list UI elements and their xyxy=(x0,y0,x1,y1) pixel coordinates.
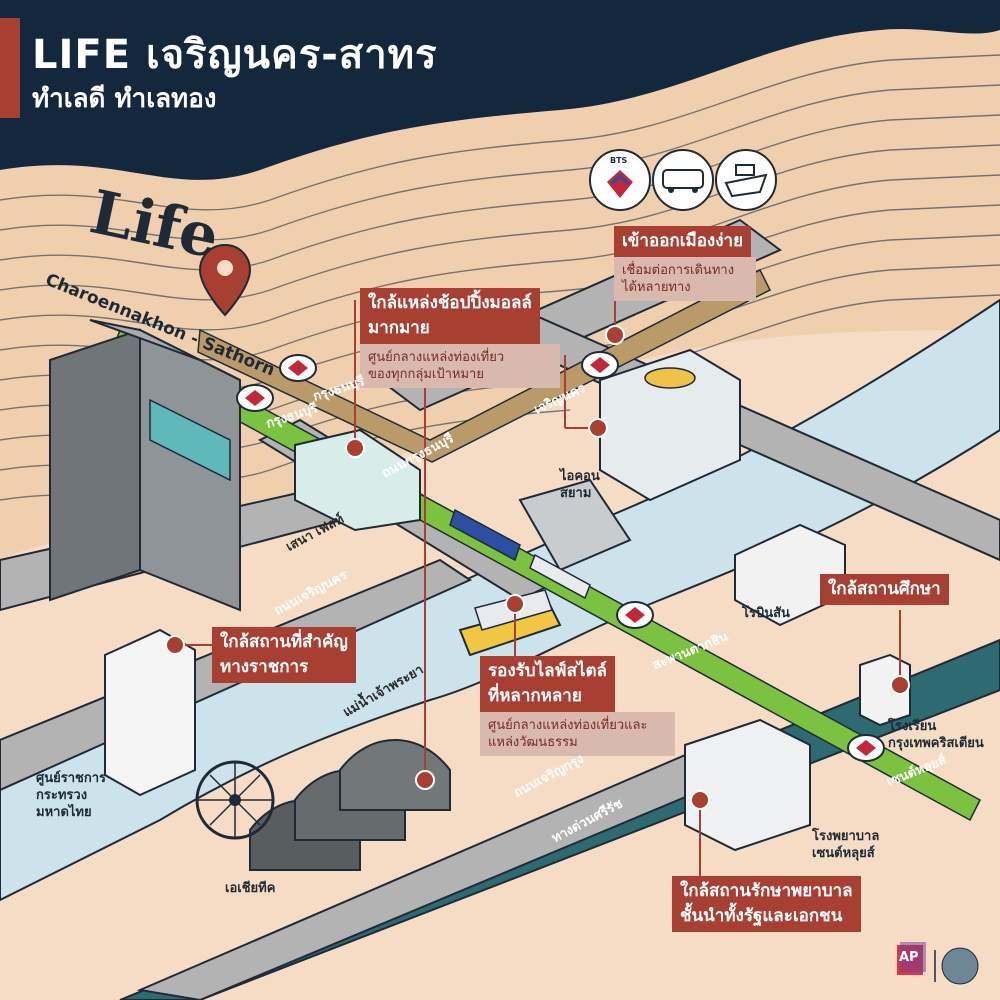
callout-lifestyle-sub-2: แหล่งวัฒนธรรม xyxy=(488,735,578,750)
bts-station-icon xyxy=(279,354,317,382)
callout-markers xyxy=(165,325,910,810)
place-label-iconsiam-1: ไอคอน xyxy=(560,469,600,484)
map-pin-icon xyxy=(198,243,252,317)
train-station xyxy=(518,478,632,572)
place-label-school-2: กรุงเทพคริสเตียน xyxy=(888,736,984,751)
bts-train xyxy=(449,508,591,600)
transport-icons xyxy=(589,149,777,211)
callout-government: ใกล้สถานที่สำคัญทางราชการ xyxy=(212,627,382,683)
callout-lifestyle-head-2: ที่หลากหลาย xyxy=(488,686,582,706)
place-label-school: โรงเรียนกรุงเทพคริสเตียน xyxy=(888,718,984,752)
bts-station-icon xyxy=(847,734,885,762)
school-building xyxy=(859,653,911,727)
callout-leader-lines xyxy=(175,285,901,880)
bts-station-icon xyxy=(236,384,274,412)
sena-fest-mall xyxy=(294,428,421,532)
bts-station-icon xyxy=(616,601,654,629)
callout-lifestyle-sub: ศูนย์กลางแหล่งท่องเที่ยวและแหล่งวัฒนธรรม xyxy=(480,712,675,756)
callout-lifestyle-head-1: รองรับไลฟ์สไตล์ xyxy=(488,661,607,681)
callout-lifestyle: รองรับไลฟ์สไตล์ที่หลากหลาย ศูนย์กลางแหล่… xyxy=(480,656,675,756)
callout-shopping-head-2: มากมาย xyxy=(368,318,430,338)
ap-logo-text: AP xyxy=(899,950,919,965)
callout-transport: เข้าออกเมืองง่าย เชื่อมต่อการเดินทางได้ห… xyxy=(614,226,756,301)
callout-education-head: ใกล้สถานศึกษา xyxy=(820,574,949,605)
hospital-building xyxy=(684,718,811,852)
place-label-iconsiam-2: สยาม xyxy=(560,486,592,501)
callout-hospital-head-1: ใกล้สถานรักษาพยาบาล xyxy=(680,881,853,901)
callout-lifestyle-head: รองรับไลฟ์สไตล์ที่หลากหลาย xyxy=(480,656,615,712)
bts-icon-text: BTS xyxy=(610,156,628,165)
callout-shopping-sub-2: ของทุกกลุ่มเป้าหมาย xyxy=(368,367,484,382)
place-label-government: ศูนย์ราชการกระทรวงมหาดไทย xyxy=(36,770,106,821)
page-title: LIFE เจริญนคร-สาทร xyxy=(32,32,438,78)
gold-line-track xyxy=(197,268,772,463)
callout-transport-head: เข้าออกเมืองง่าย xyxy=(614,226,752,257)
place-label-revenue-1: ศูนย์ราชการ xyxy=(36,771,107,786)
place-label-revenue-3: มหาดไทย xyxy=(36,805,92,820)
partner-logo xyxy=(941,947,979,985)
callout-government-head: ใกล้สถานที่สำคัญทางราชการ xyxy=(212,627,356,683)
callout-lifestyle-sub-1: ศูนย์กลางแหล่งท่องเที่ยวและ xyxy=(488,718,648,733)
life-tower xyxy=(49,319,241,612)
callout-shopping-sub-1: ศูนย์กลางแหล่งท่องเที่ยว xyxy=(368,350,505,365)
footer-logos xyxy=(897,942,979,985)
callout-government-head-2: ทางราชการ xyxy=(220,657,309,677)
callout-transport-sub: เชื่อมต่อการเดินทางได้หลายทาง xyxy=(614,257,756,301)
iconsiam-building xyxy=(599,348,741,502)
callout-transport-sub-2: ได้หลายทาง xyxy=(622,280,691,295)
place-label-revenue-2: กระทรวง xyxy=(36,788,88,803)
title-accent-bar xyxy=(0,18,20,118)
callout-shopping-sub: ศูนย์กลางแหล่งท่องเที่ยวของทุกกลุ่มเป้าห… xyxy=(360,344,560,388)
place-label-asiatique: เอเชียทีค xyxy=(225,881,276,896)
callout-shopping: ใกล้แหล่งช้อปปิ้งมอลล์มากมาย ศูนย์กลางแห… xyxy=(360,288,560,388)
callout-shopping-head-1: ใกล้แหล่งช้อปปิ้งมอลล์ xyxy=(368,293,532,313)
ferris-wheel-icon xyxy=(195,760,275,840)
government-building xyxy=(104,628,196,797)
place-label-iconsiam: ไอคอนสยาม xyxy=(560,468,600,502)
callout-education: ใกล้สถานศึกษา xyxy=(820,574,970,605)
bts-station-icon xyxy=(581,351,619,379)
callout-government-head-1: ใกล้สถานที่สำคัญ xyxy=(220,632,348,652)
callout-shopping-head: ใกล้แหล่งช้อปปิ้งมอลล์มากมาย xyxy=(360,288,540,344)
callout-hospital: ใกล้สถานรักษาพยาบาลชั้นนำทั้งรัฐและเอกชน xyxy=(672,876,872,932)
place-label-hospital-2: เซนต์หลุยส์ xyxy=(812,846,875,861)
bts-station-markers xyxy=(236,351,885,762)
place-label-hospital: โรงพยาบาลเซนต์หลุยส์ xyxy=(812,828,879,862)
asiatique-warehouses xyxy=(249,739,451,871)
callout-transport-sub-1: เชื่อมต่อการเดินทาง xyxy=(622,263,735,278)
place-label-school-1: โรงเรียน xyxy=(888,719,937,734)
bus-icon xyxy=(652,149,714,211)
ship-icon xyxy=(715,149,777,211)
page-subtitle: ทำเลดี ทำเลทอง xyxy=(32,84,217,114)
place-label-hospital-1: โรงพยาบาล xyxy=(812,829,880,844)
callout-hospital-head-2: ชั้นนำทั้งรัฐและเอกชน xyxy=(680,906,843,926)
place-label-robinson: โรบินสัน xyxy=(742,606,790,621)
callout-hospital-head: ใกล้สถานรักษาพยาบาลชั้นนำทั้งรัฐและเอกชน xyxy=(672,876,861,932)
bts-icon xyxy=(589,149,651,211)
